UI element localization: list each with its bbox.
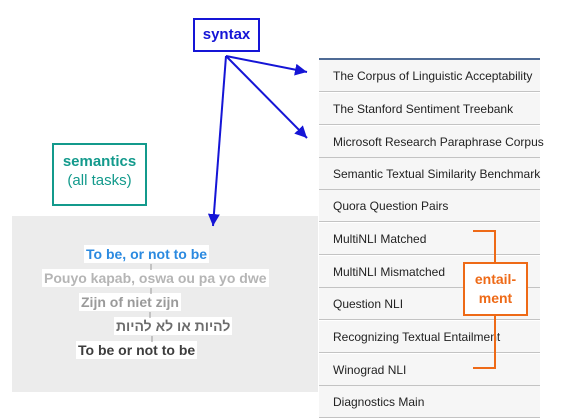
task-wnli: Winograd NLI	[319, 354, 540, 386]
task-mnli-matched: MultiNLI Matched	[319, 223, 540, 255]
arrow-syntax-to-mrpc	[225, 55, 308, 139]
arrow-syntax-to-cola	[225, 55, 308, 76]
entailment-label-line2: ment	[478, 290, 513, 306]
semantics-label: semantics	[62, 153, 137, 170]
entailment-bracket	[473, 230, 496, 369]
task-mnli-mismatched: MultiNLI Mismatched	[319, 256, 540, 288]
entailment-label-line1: entail-	[474, 271, 517, 287]
semantics-box: semantics (all tasks)	[52, 143, 147, 206]
task-sts-b: Semantic Textual Similarity Benchmark	[319, 158, 540, 190]
phrase-hebrew: להיות או לא להיות	[114, 317, 233, 335]
task-qqp: Quora Question Pairs	[319, 190, 540, 222]
task-mrpc: Microsoft Research Paraphrase Corpus	[319, 126, 544, 158]
phrase-english: To be, or not to be	[84, 245, 210, 263]
phrase-english-paraphrase: To be or not to be	[76, 341, 198, 359]
semantics-subtitle: (all tasks)	[67, 172, 132, 189]
arrow-syntax-to-panel	[207, 55, 227, 227]
task-sst: The Stanford Sentiment Treebank	[319, 93, 540, 125]
alignment-ticks	[149, 264, 153, 342]
entailment-box: entail- ment	[463, 262, 528, 316]
task-rte: Recognizing Textual Entailment	[319, 321, 540, 353]
task-diagnostics: Diagnostics Main	[319, 386, 540, 418]
task-cola: The Corpus of Linguistic Acceptability	[319, 60, 540, 92]
phrase-haitian-creole: Pouyo kapab, oswa ou pa yo dwe	[42, 269, 269, 287]
phrase-dutch: Zijn of niet zijn	[79, 293, 181, 311]
syntax-label: syntax	[193, 18, 260, 52]
glue-task-list: The Corpus of Linguistic Acceptability T…	[319, 58, 544, 418]
